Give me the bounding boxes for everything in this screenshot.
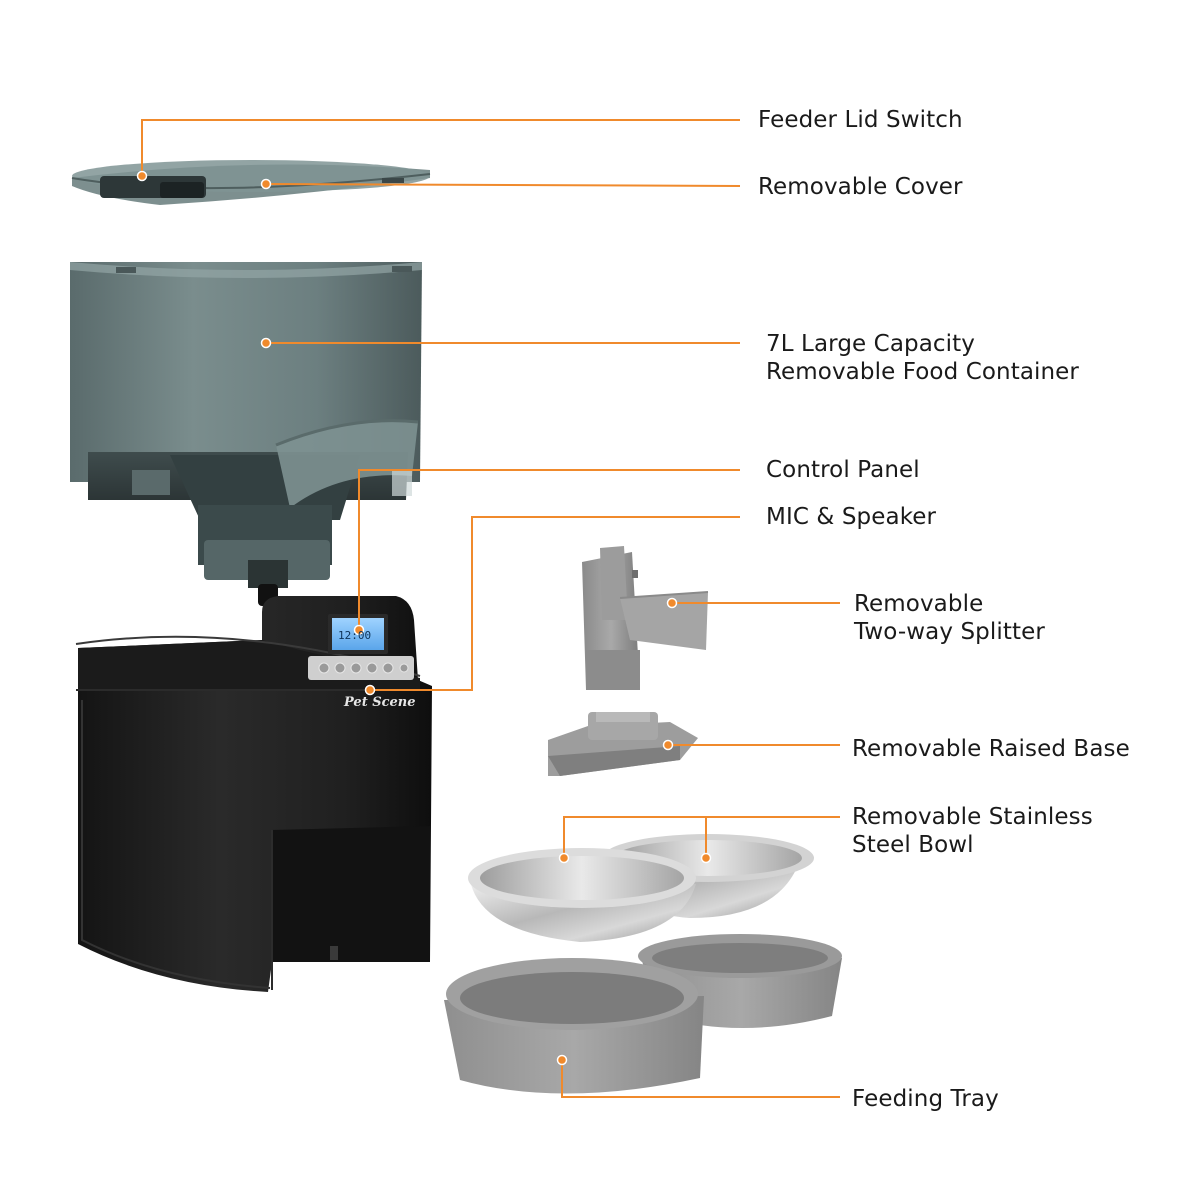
anchor-dot-food-container <box>260 337 272 349</box>
label-food-container: 7L Large Capacity Removable Food Contain… <box>766 331 1079 385</box>
callout-leader-lines <box>141 119 840 1098</box>
leader-control-panel <box>358 469 740 630</box>
label-feeder-lid-switch: Feeder Lid Switch <box>758 107 963 133</box>
anchor-dot-two-way-splitter <box>666 597 678 609</box>
leader-feeding-tray <box>561 1060 840 1098</box>
leader-steel-bowl <box>563 816 840 858</box>
removable-cover-illustration <box>71 160 431 205</box>
base-unit-illustration <box>75 596 432 992</box>
label-steel-bowl: Removable Stainless Steel Bowl <box>852 804 1093 858</box>
two-way-splitter-illustration <box>582 546 709 690</box>
label-two-way-splitter: Removable Two-way Splitter <box>854 591 1045 645</box>
anchor-dot-raised-base <box>662 739 674 751</box>
label-feeding-tray: Feeding Tray <box>852 1086 999 1112</box>
anchor-dot-control-panel <box>353 624 365 636</box>
brand-logo: Pet Scene <box>343 695 416 710</box>
steel-bowl-front-illustration <box>468 848 696 942</box>
food-container-illustration <box>70 262 422 606</box>
anchor-dot-steel-bowl <box>558 852 570 864</box>
lcd-readout: 12:00 <box>338 629 371 642</box>
anchor-dot-feeder-lid-switch <box>136 170 148 182</box>
anchor-dot-steel-bowl-second <box>700 852 712 864</box>
label-removable-cover: Removable Cover <box>758 174 963 200</box>
leader-feeder-lid-switch <box>141 119 740 176</box>
label-raised-base: Removable Raised Base <box>852 736 1130 762</box>
anchor-dot-feeding-tray <box>556 1054 568 1066</box>
anchor-dot-mic-speaker <box>364 684 376 696</box>
label-control-panel: Control Panel <box>766 457 920 483</box>
anchor-dot-removable-cover <box>260 178 272 190</box>
leader-mic-speaker <box>370 516 740 691</box>
callout-anchor-dots <box>136 170 712 1066</box>
raised-base-illustration <box>548 712 698 776</box>
label-mic-speaker: MIC & Speaker <box>766 504 937 530</box>
leader-removable-cover <box>265 183 741 187</box>
feeding-tray-front-illustration <box>444 958 704 1094</box>
